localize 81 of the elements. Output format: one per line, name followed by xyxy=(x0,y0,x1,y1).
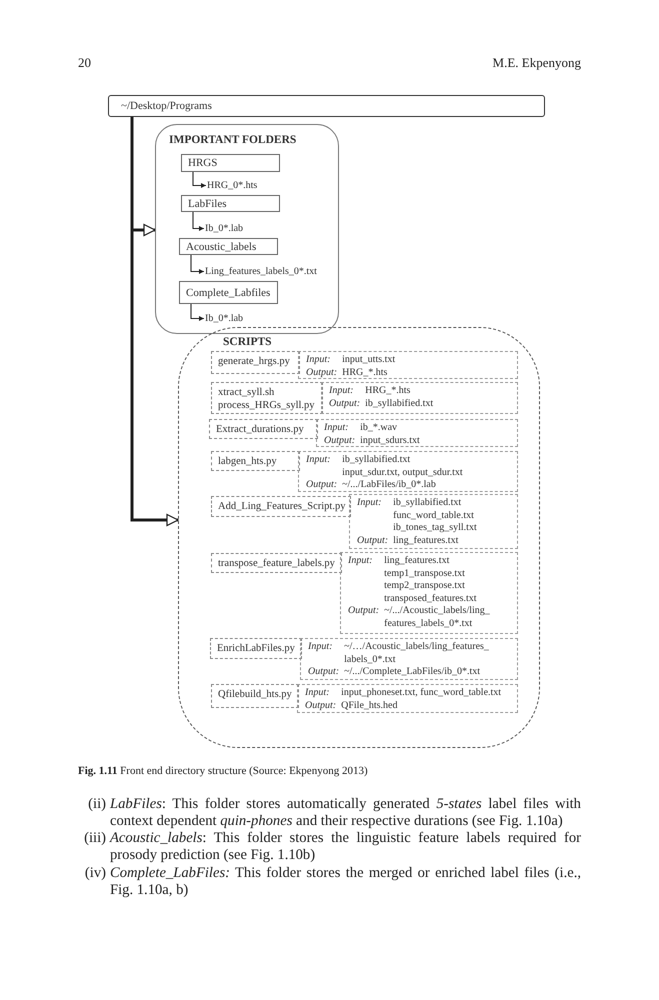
file-name: ib_syllabified.txt xyxy=(365,398,434,410)
running-head: M.E. Ekpenyong xyxy=(492,55,581,71)
io-label: Input: xyxy=(306,354,332,366)
script-box: Qfilebuild_hts.py xyxy=(211,684,299,708)
folder-group-box xyxy=(155,124,339,334)
file-name: input_sdurs.txt xyxy=(360,434,421,447)
script-name: process_HRGs_syll.py xyxy=(218,399,316,412)
file-name: transposed_features.txt xyxy=(384,592,478,605)
dashed-group-box xyxy=(178,327,540,748)
file-name: ib_*.wav xyxy=(360,422,398,434)
script-box: labgen_hts.py xyxy=(211,451,300,471)
io-label: Input: xyxy=(329,385,354,398)
file-name: QFile_hts.hed xyxy=(341,700,398,712)
file-name: temp2_transpose.txt xyxy=(384,580,466,592)
figure-caption: Fig. 1.11 Front end directory structure (Source: Ekpenyong 2013) xyxy=(78,765,368,777)
list-marker: (iv) xyxy=(84,865,106,882)
io-label: Output: xyxy=(306,479,338,492)
io-box xyxy=(298,351,518,379)
io-label: Output: xyxy=(329,398,360,410)
file-name: ~/…/Acoustic_labels/ling_features_ labels_0*.txt xyxy=(344,641,490,666)
io-box xyxy=(300,638,518,680)
io-label: Output: xyxy=(348,605,380,618)
file-name: input_utts.txt xyxy=(342,354,396,366)
arrow xyxy=(190,254,204,274)
file-name: ling_features.txt xyxy=(393,534,460,547)
file-name: ib_tones_tag_syll.txt xyxy=(393,522,478,534)
file-name: func_word_table.txt xyxy=(393,510,475,522)
file-name: HRG_*.hts xyxy=(365,385,412,398)
file-name: Ib_0*.lab xyxy=(205,222,244,235)
arrow xyxy=(192,172,206,188)
script-name: xtract_syll.sh xyxy=(218,386,276,399)
file-name: ib_syllabified.txt xyxy=(342,454,412,466)
script-box: generate_hrgs.py xyxy=(211,351,300,374)
folder-box: LabFiles xyxy=(181,195,280,212)
file-name: Ib_0*.lab xyxy=(205,312,244,325)
folder-box: Complete_Labfiles xyxy=(179,281,278,304)
file-name: HRG_0*.hts xyxy=(207,179,258,192)
io-label: Output: xyxy=(306,366,338,379)
io-box xyxy=(349,494,518,549)
io-label: Output: xyxy=(308,666,340,678)
file-name: temp1_transpose.txt xyxy=(384,568,466,580)
file-name: ~/.../LabFiles/ib_0*.lab xyxy=(342,479,437,492)
io-label: Input: xyxy=(305,687,330,700)
thick-arrow xyxy=(130,117,179,526)
script-box: transpose_feature_labels.py xyxy=(211,553,342,573)
io-box xyxy=(316,419,518,447)
folder-box: Acoustic_labels xyxy=(179,238,278,255)
script-box: Add_Ling_Features_Script.py xyxy=(211,496,351,517)
arrow xyxy=(190,304,204,321)
io-box xyxy=(297,684,518,713)
io-label: Output: xyxy=(305,700,336,712)
script-box: EnrichLabFiles.py xyxy=(210,638,302,659)
file-name: input_sdur.txt, output_sdur.txt xyxy=(342,466,464,479)
file-name: ~/.../Complete_LabFiles/ib_0*.txt xyxy=(344,666,482,678)
list-marker: (ii) xyxy=(87,796,106,813)
io-label: Input: xyxy=(306,454,332,466)
file-name: Ling_features_labels_0*.txt xyxy=(205,265,317,278)
io-box xyxy=(340,552,518,634)
io-label: Input: xyxy=(324,422,350,434)
paragraph: Complete_LabFiles: This folder stores the merged or enriched label files (i.e., Fig. 1.10a, b) xyxy=(110,865,581,899)
file-name: ~/.../Acoustic_labels/ling_ features_labels_0*.txt xyxy=(384,605,491,630)
folder-path-box: ~/Desktop/Programs xyxy=(108,95,545,117)
page-number: 20 xyxy=(78,55,91,71)
io-box xyxy=(298,451,518,492)
file-name: input_phoneset.txt, func_word_table.txt xyxy=(341,687,502,700)
script-box xyxy=(211,382,323,414)
file-name: HRG_*.hts xyxy=(342,366,388,379)
file-name: ling_features.txt xyxy=(384,555,450,568)
io-label: Output: xyxy=(324,434,356,447)
io-label: Output: xyxy=(357,534,388,547)
folder-box: HRGS xyxy=(181,154,280,172)
paragraph: Acoustic_labels: This folder stores the linguistic feature labels required for prosody prediction (see Fig. 1.10b) xyxy=(110,830,581,864)
io-label: Input: xyxy=(348,555,374,568)
io-label: Input: xyxy=(357,497,382,510)
list-marker: (iii) xyxy=(83,830,106,847)
arrow xyxy=(192,212,204,231)
script-box: Extract_durations.py xyxy=(209,419,318,439)
io-box xyxy=(321,382,518,414)
file-name: ib_syllabified.txt xyxy=(393,497,462,510)
paragraph: LabFiles: This folder stores automatically generated 5-states label files with context dependent quin-phones and their respective durations (see Fig. 1.10a) xyxy=(110,796,581,830)
io-label: Input: xyxy=(308,641,334,654)
